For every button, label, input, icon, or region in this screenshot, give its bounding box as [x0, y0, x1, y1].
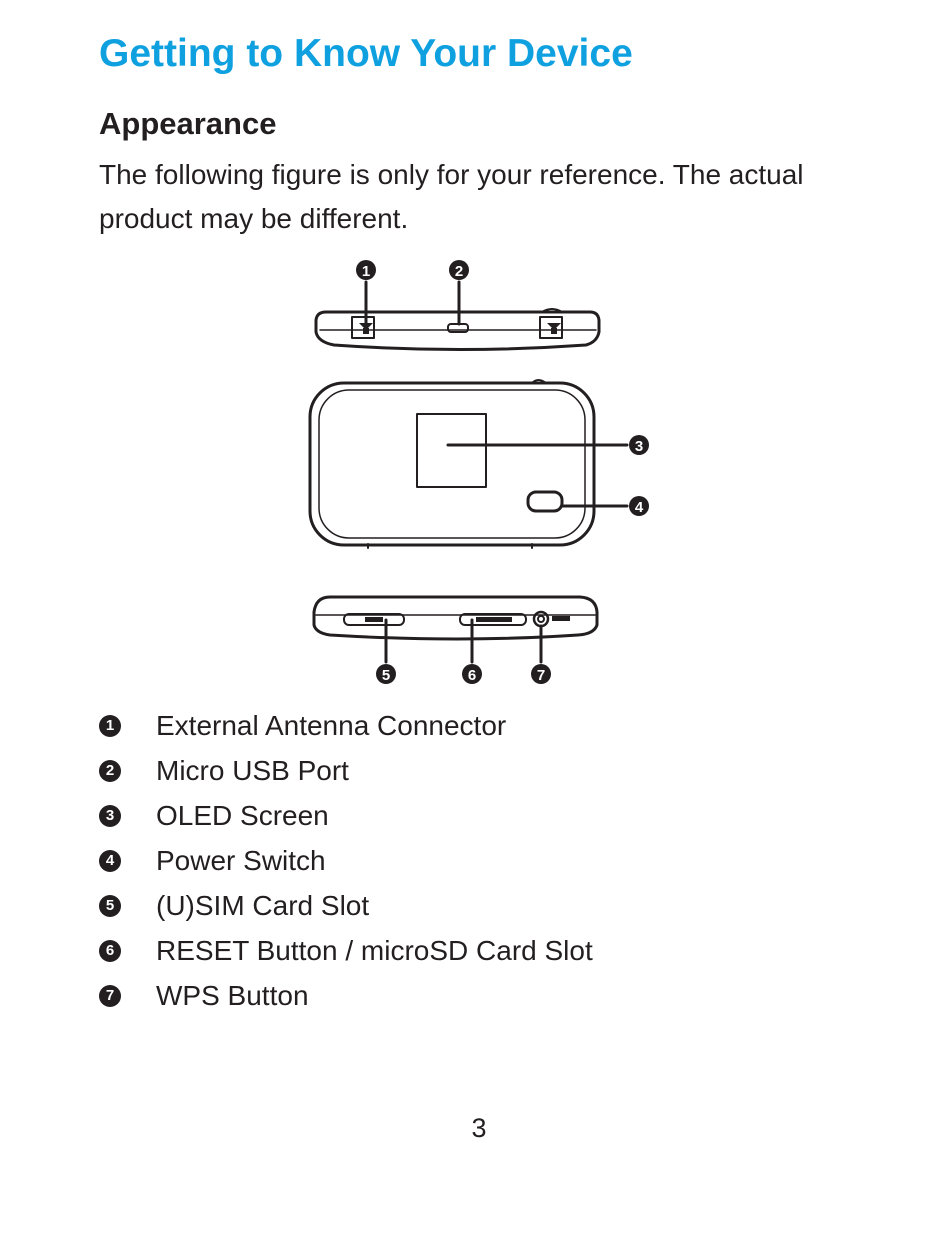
legend-item-reset-button-microsd-slot: 6 RESET Button / microSD Card Slot [99, 928, 879, 973]
legend-number: 4 [99, 849, 121, 872]
page-title: Getting to Know Your Device [99, 32, 633, 75]
legend-item-wps-button: 7 WPS Button [99, 973, 879, 1018]
section-heading: Appearance [99, 106, 277, 141]
svg-text:6: 6 [468, 667, 476, 684]
legend-number: 1 [99, 714, 121, 737]
legend-item-micro-usb-port: 2 Micro USB Port [99, 748, 879, 793]
legend-label: (U)SIM Card Slot [156, 889, 370, 921]
svg-text:4: 4 [635, 499, 644, 516]
callout-4: 4 [629, 496, 649, 516]
callout-7: 7 [531, 664, 551, 684]
callout-leader-lines [364, 280, 629, 664]
device-appearance-figure: 1 2 3 4 5 6 7 [308, 260, 649, 684]
svg-text:7: 7 [537, 667, 545, 684]
svg-text:5: 5 [382, 667, 390, 684]
legend-number: 6 [99, 939, 121, 962]
page-number: 3 [471, 1113, 487, 1143]
callout-3: 3 [629, 435, 649, 455]
legend-number: 2 [99, 759, 121, 782]
callout-1: 1 [356, 260, 376, 280]
legend-item-usim-card-slot: 5 (U)SIM Card Slot [99, 883, 879, 928]
legend-number: 3 [99, 804, 121, 827]
svg-text:1: 1 [362, 263, 370, 280]
legend-label: External Antenna Connector [156, 709, 507, 741]
callout-5: 5 [376, 664, 396, 684]
callout-6: 6 [462, 664, 482, 684]
device-bottom-view [312, 595, 599, 641]
legend-label: Micro USB Port [156, 754, 349, 786]
legend-item-oled-screen: 3 OLED Screen [99, 793, 879, 838]
callout-2: 2 [449, 260, 469, 280]
legend-label: WPS Button [156, 979, 309, 1011]
legend-label: RESET Button / microSD Card Slot [156, 934, 593, 966]
svg-text:2: 2 [455, 263, 463, 280]
intro-paragraph: The following figure is only for your re… [99, 159, 804, 234]
parts-legend: 1 External Antenna Connector 2 Micro USB… [99, 703, 879, 1018]
legend-label: Power Switch [156, 844, 326, 876]
device-front-view [308, 379, 596, 549]
svg-text:3: 3 [635, 438, 643, 455]
legend-item-external-antenna-connector: 1 External Antenna Connector [99, 703, 879, 748]
legend-number: 5 [99, 894, 121, 917]
port-markings [359, 323, 570, 622]
legend-item-power-switch: 4 Power Switch [99, 838, 879, 883]
legend-label: OLED Screen [156, 799, 329, 831]
legend-number: 7 [99, 984, 121, 1007]
